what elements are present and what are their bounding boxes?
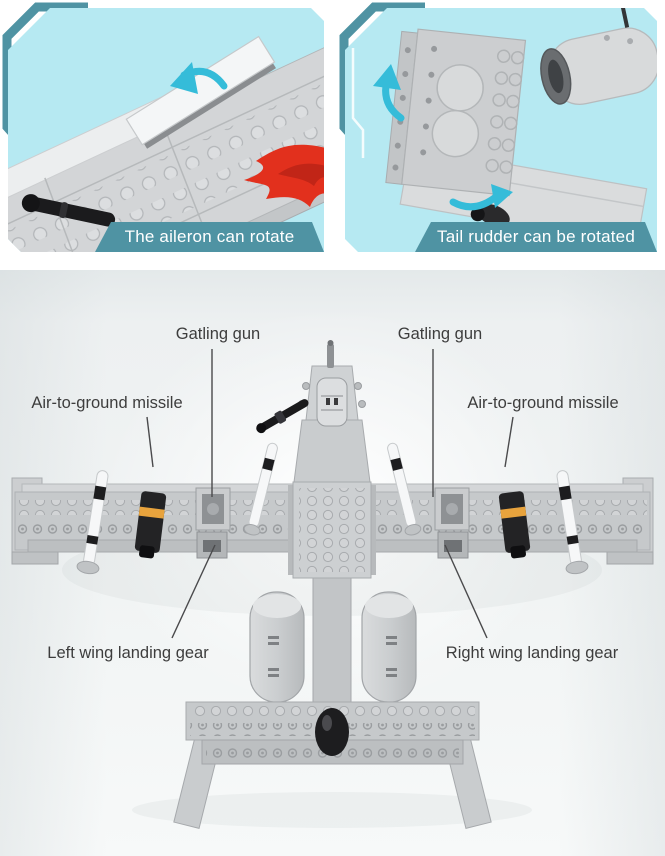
inner-missile [243,442,278,536]
rotate-arrow-right-icon [453,184,513,208]
caption-banner-aileron: The aileron can rotate [95,222,324,252]
wing-aileron-photo [8,8,324,252]
gun-pod [134,491,167,559]
caption-text-aileron: The aileron can rotate [124,227,295,246]
pointer-gear-left [171,544,216,639]
callout-pointer-lines [146,349,514,639]
engines [249,591,417,703]
nose-and-cockpit [256,340,371,483]
gatling-pod [195,487,231,531]
pointer-missile-left [146,416,154,468]
feature-panel-aileron: The aileron can rotate [8,8,324,252]
callout-gatling-gun-right: Gatling gun [397,325,483,343]
callout-gatling-gun-left: Gatling gun [175,325,261,343]
callout-landing-gear-left: Left wing landing gear [47,644,209,662]
callout-landing-gear-right: Right wing landing gear [445,644,619,662]
rudder-fin [386,27,526,195]
pointer-gear-right [444,544,488,639]
wing-ordnance-left [76,442,278,575]
feature-panel-rudder: Tail rudder can be rotated [345,8,657,252]
rotate-arrow-up-icon [373,64,401,118]
callout-missile-left: Air-to-ground missile [31,394,183,412]
antenna [20,192,117,229]
landing-gear-pod [196,531,228,559]
gatling-barrel [256,399,309,434]
engine-nacelle [531,8,657,112]
tail-assembly [173,701,492,829]
callout-missile-right: Air-to-ground missile [467,394,619,412]
nose-gun-barrel [327,344,334,368]
flame-shadow [278,164,324,186]
center-fuselage [288,481,376,579]
panel-rudder-photo-area: Tail rudder can be rotated [345,8,657,252]
pointer-missile-right [504,416,514,468]
annotated-aircraft-section: Gatling gun Gatling gun Air-to-ground mi… [0,270,665,856]
feature-panels-row: The aileron can rotate [0,0,665,270]
tail-rudder-photo [345,8,657,252]
caption-banner-rudder: Tail rudder can be rotated [415,222,657,252]
rotate-arrow-icon [170,62,224,94]
panel-aileron-photo-area: The aileron can rotate [8,8,324,252]
outboard-missile [76,470,109,575]
tail-boom [312,569,352,711]
flame-piece [244,145,324,207]
caption-text-rudder: Tail rudder can be rotated [437,227,635,246]
tail-exhaust [469,198,513,233]
